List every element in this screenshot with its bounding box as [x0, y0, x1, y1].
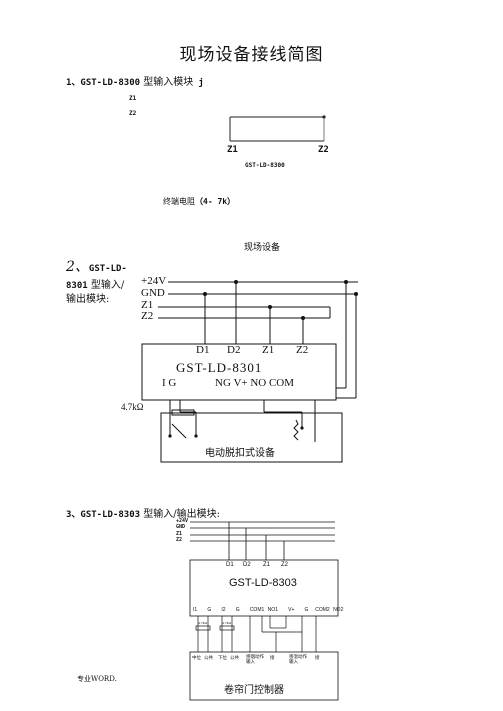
section3-bottom-terminals: I1 G I2 G COM1 NO1 V+ G COM2 NO2: [193, 607, 343, 613]
section3-t-g2: G: [235, 607, 240, 613]
section3-input-5: 感烟动作输入: [246, 655, 264, 665]
section3-heading: 3、GST-LD-8303 型输入/输出模块:: [66, 502, 220, 521]
footer-text: 专业WORD.: [77, 675, 117, 683]
section2-bus-z1: Z1: [141, 299, 154, 311]
section2-output-wiring: [169, 387, 356, 442]
section2-model-line2: 8301: [66, 281, 88, 291]
section1-model: GST-LD-8300: [80, 78, 141, 88]
section1-terminal-z1: Z1: [227, 145, 238, 155]
section1-resistor-value: （4- 7k）: [195, 197, 236, 206]
section2-module-name: GST-LD-8301: [176, 360, 263, 375]
section2-terminal-z1: Z1: [262, 344, 275, 356]
section3-number: 3、: [66, 510, 81, 520]
section1-module-label: GST-LD-8300: [245, 162, 285, 169]
section2-bus-24v: +24V: [141, 275, 167, 287]
section3-terminal-d2: D2: [243, 562, 251, 568]
section3-terminal-d1: D1: [226, 562, 234, 568]
section1-heading: 1、GST-LD-8300 型输入模块 j: [66, 70, 204, 89]
section1-module-box: [229, 115, 326, 142]
section2-terminal-d1: D1: [196, 344, 210, 356]
section3-input-2: 公共: [204, 656, 213, 661]
section3-bus-z2: Z2: [176, 537, 183, 543]
section3-module-box: [189, 559, 339, 617]
section3-t-i1: I1: [193, 607, 198, 613]
section1-number: 1、: [66, 78, 81, 88]
section1-suffix: 型输入模块: [140, 77, 194, 88]
section3-t-i2: I2: [221, 607, 226, 613]
section3-t-vplus: V+: [288, 607, 295, 613]
footer: 专业WORD.: [77, 674, 117, 684]
section3-t-g3: G: [304, 607, 309, 613]
section1-resistor-prefix: 终端电阻: [163, 197, 195, 206]
section2-module-box: [141, 343, 337, 401]
section3-drops: [228, 522, 285, 560]
section2-terminal-z2: Z2: [296, 344, 309, 356]
section1-resistor-note: 终端电阻（4- 7k）: [163, 196, 235, 207]
section2-model-line1: GST-LD-: [88, 264, 127, 274]
section3-input-7: 感温动作输入: [289, 655, 307, 665]
section2-suffix-line2: 型输入/: [87, 280, 125, 291]
section1-bus-z1: Z1: [129, 95, 137, 102]
section3-model: GST-LD-8303: [80, 510, 141, 520]
section2-bottom-left: I G: [162, 377, 177, 389]
section2-suffix-line3: 输出模块:: [66, 294, 110, 305]
section3-t-com1: COM1: [249, 607, 265, 613]
section2-device: 电动脱扣式设备: [205, 448, 275, 459]
section3-bus-gnd: GND: [176, 524, 186, 530]
page-title: 现场设备接线简图: [179, 45, 324, 65]
section1-bus-z2: Z2: [129, 110, 137, 117]
section2-heading: 2、GST-LD- 8301 型输入/ 输出模块:: [66, 259, 127, 306]
section2-device-box: [160, 412, 343, 463]
section3-input-6: 接: [270, 656, 275, 661]
section3-terminal-z1: Z1: [263, 562, 271, 568]
section3-suffix: 型输入/输出模块:: [140, 509, 220, 520]
section2-bus-lines: [158, 281, 358, 319]
section3-module-name: GST-LD-8303: [229, 577, 297, 589]
section3-terminal-z2: Z2: [281, 562, 289, 568]
section3-bus-24v: +24V: [176, 518, 189, 524]
section1-terminal-z2: Z2: [318, 145, 329, 155]
section3-device: 卷帘门控制器: [224, 685, 284, 696]
section3-t-g1: G: [207, 607, 212, 613]
section2-bottom-right: NG V+ NO COM: [215, 377, 295, 389]
section3-input-1: 中位: [192, 656, 201, 661]
section3-output-wiring: [195, 616, 317, 652]
section2-bus-z2: Z2: [141, 310, 154, 322]
section2-drops: [204, 282, 357, 398]
section1-stray: j: [198, 78, 204, 88]
section2-number: 2、: [66, 259, 89, 275]
section3-bus-z1: Z1: [176, 531, 183, 537]
section2-terminal-d2: D2: [227, 344, 241, 356]
section3-input-4: 公共: [230, 656, 239, 661]
section3-t-com2: COM2: [315, 607, 330, 613]
section3-t-no1: NO1: [267, 607, 278, 613]
section2-bus-gnd: GND: [141, 287, 165, 299]
section3-t-no2: NO2: [333, 607, 344, 613]
section3-input-8: 接: [315, 656, 320, 661]
section2-resistor: 4.7kΩ: [121, 402, 144, 412]
section3-resistor-1: 4.7kΩ: [198, 621, 208, 625]
section2-bus-dots: [203, 280, 358, 320]
section2-terminal-dots: [168, 426, 304, 438]
section3-resistor-2: 4.7kΩ: [222, 621, 232, 625]
section3-input-3: 下位: [218, 656, 227, 661]
section3-bus-lines: [190, 521, 335, 542]
section1-field-device: 现场设备: [244, 243, 281, 253]
section3-device-box: [189, 651, 339, 701]
